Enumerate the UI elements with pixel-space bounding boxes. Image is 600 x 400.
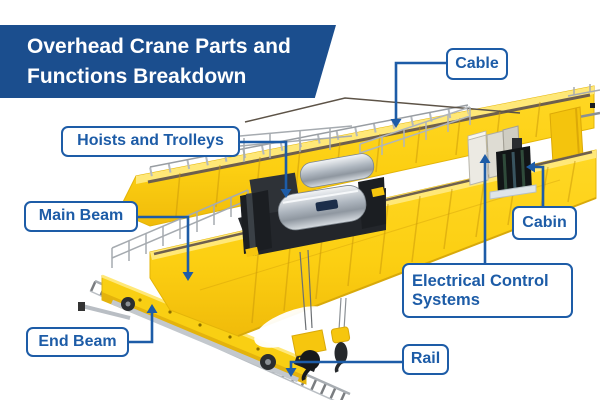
label-cabin: Cabin bbox=[512, 206, 577, 240]
label-end-beam: End Beam bbox=[26, 327, 129, 357]
title-banner: Overhead Crane Parts and Functions Break… bbox=[0, 25, 336, 98]
hook-blocks bbox=[291, 249, 351, 381]
label-main-beam: Main Beam bbox=[24, 201, 138, 232]
label-cable: Cable bbox=[446, 48, 508, 80]
brand-mark bbox=[315, 199, 339, 212]
label-electrical-control-systems: Electrical Control Systems bbox=[402, 263, 573, 318]
title-line-2: Functions Breakdown bbox=[27, 65, 247, 88]
title-line-1: Overhead Crane Parts and bbox=[27, 35, 291, 58]
label-rail: Rail bbox=[402, 344, 449, 375]
label-hoists-and-trolleys: Hoists and Trolleys bbox=[61, 126, 240, 157]
hoist-trolley bbox=[238, 125, 386, 258]
